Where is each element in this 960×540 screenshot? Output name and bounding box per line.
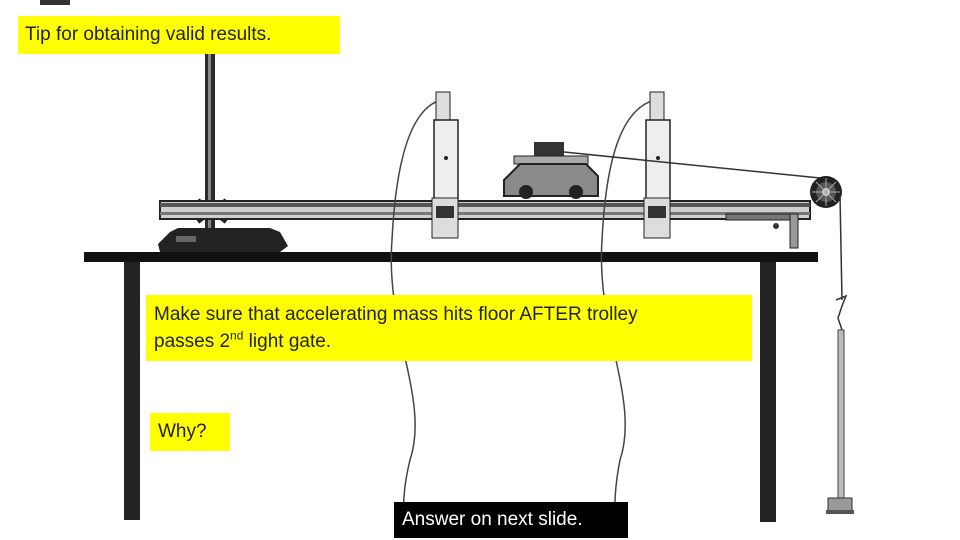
note-line-2: passes 2nd light gate.: [154, 328, 744, 355]
instruction-note: Make sure that accelerating mass hits fl…: [146, 295, 752, 361]
retort-stand: [158, 46, 288, 252]
light-gate-2: [600, 91, 671, 531]
pulley: [810, 176, 842, 208]
question-box: Why?: [150, 413, 230, 451]
note-line-2-start: passes 2: [154, 331, 231, 352]
hanging-mass: [826, 195, 854, 514]
string: [563, 151, 821, 179]
table: [84, 252, 818, 522]
answer-caption: Answer on next slide.: [394, 502, 628, 538]
note-superscript: nd: [230, 328, 244, 343]
trolley: [503, 142, 599, 199]
note-line-1: Make sure that accelerating mass hits fl…: [154, 304, 638, 325]
tip-heading: Tip for obtaining valid results.: [18, 16, 340, 54]
heading-fragment: [40, 0, 70, 5]
note-line-2-end: light gate.: [243, 331, 332, 352]
